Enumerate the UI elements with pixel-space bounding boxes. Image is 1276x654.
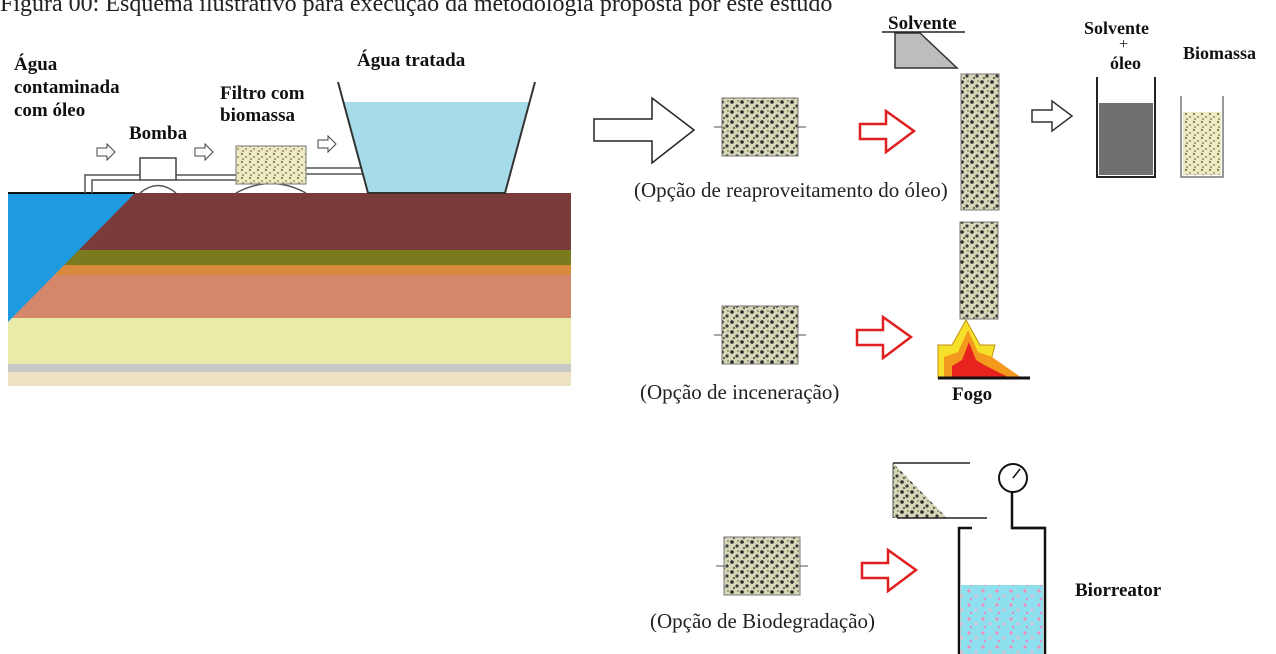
pump-label: Bomba — [129, 123, 188, 144]
solvent-oil-beaker — [1096, 77, 1156, 178]
fire-label: Fogo — [952, 384, 993, 405]
filter-icon — [235, 145, 307, 194]
red-arrow-icon — [860, 547, 919, 594]
saturated-filter-incineration — [714, 305, 806, 365]
bioreactor-icon — [957, 492, 1047, 654]
red-arrow-icon — [858, 108, 917, 155]
saturated-filter-reuse — [714, 97, 806, 157]
incineration-option-caption: (Opção de inceneração) — [640, 380, 840, 404]
column-filter-incineration — [959, 221, 999, 320]
reuse-option-caption: (Opção de reaproveitamento do óleo) — [634, 178, 948, 202]
process-arrow-icon — [593, 96, 696, 165]
filter-label-line1: Filtro com — [220, 83, 305, 104]
solvent-icon — [882, 31, 965, 69]
biomass-feed-icon — [892, 462, 987, 519]
soil-cross-section — [8, 193, 571, 386]
contaminated-water-label-line3: com óleo — [14, 100, 86, 121]
contaminated-water-body — [8, 193, 135, 322]
solvent-oil-plus: + — [1119, 36, 1129, 53]
figure-caption: Figura 00: Esquema ilustrativo para exec… — [0, 0, 833, 17]
saturated-filter-biodegradation — [716, 536, 808, 596]
contaminated-water-label-line2: contaminada — [14, 77, 120, 98]
biodegradation-option-caption: (Opção de Biodegradação) — [650, 609, 876, 633]
biomass-label: Biomassa — [1183, 43, 1257, 63]
treated-water-label: Água tratada — [357, 50, 466, 71]
column-filter-reuse — [960, 73, 1000, 211]
treated-water-tank — [337, 81, 536, 194]
filter-label-line2: biomassa — [220, 105, 295, 126]
bioreactor-label: Biorreator — [1075, 580, 1162, 601]
pump-icon — [139, 157, 177, 194]
pressure-gauge-icon — [998, 463, 1028, 493]
outline-arrow-icon — [1031, 99, 1074, 133]
solvent-oil-label-line2: óleo — [1110, 53, 1141, 73]
red-arrow-icon — [855, 314, 914, 361]
solvent-label: Solvente — [888, 13, 957, 34]
pipe-line — [84, 167, 368, 193]
flow-arrow-icon — [96, 134, 337, 162]
biomass-beaker — [1180, 96, 1224, 178]
contaminated-water-label-line1: Água — [14, 54, 58, 75]
solvent-oil-label-line1: Solvente — [1084, 18, 1149, 38]
fire-icon — [937, 318, 1030, 380]
